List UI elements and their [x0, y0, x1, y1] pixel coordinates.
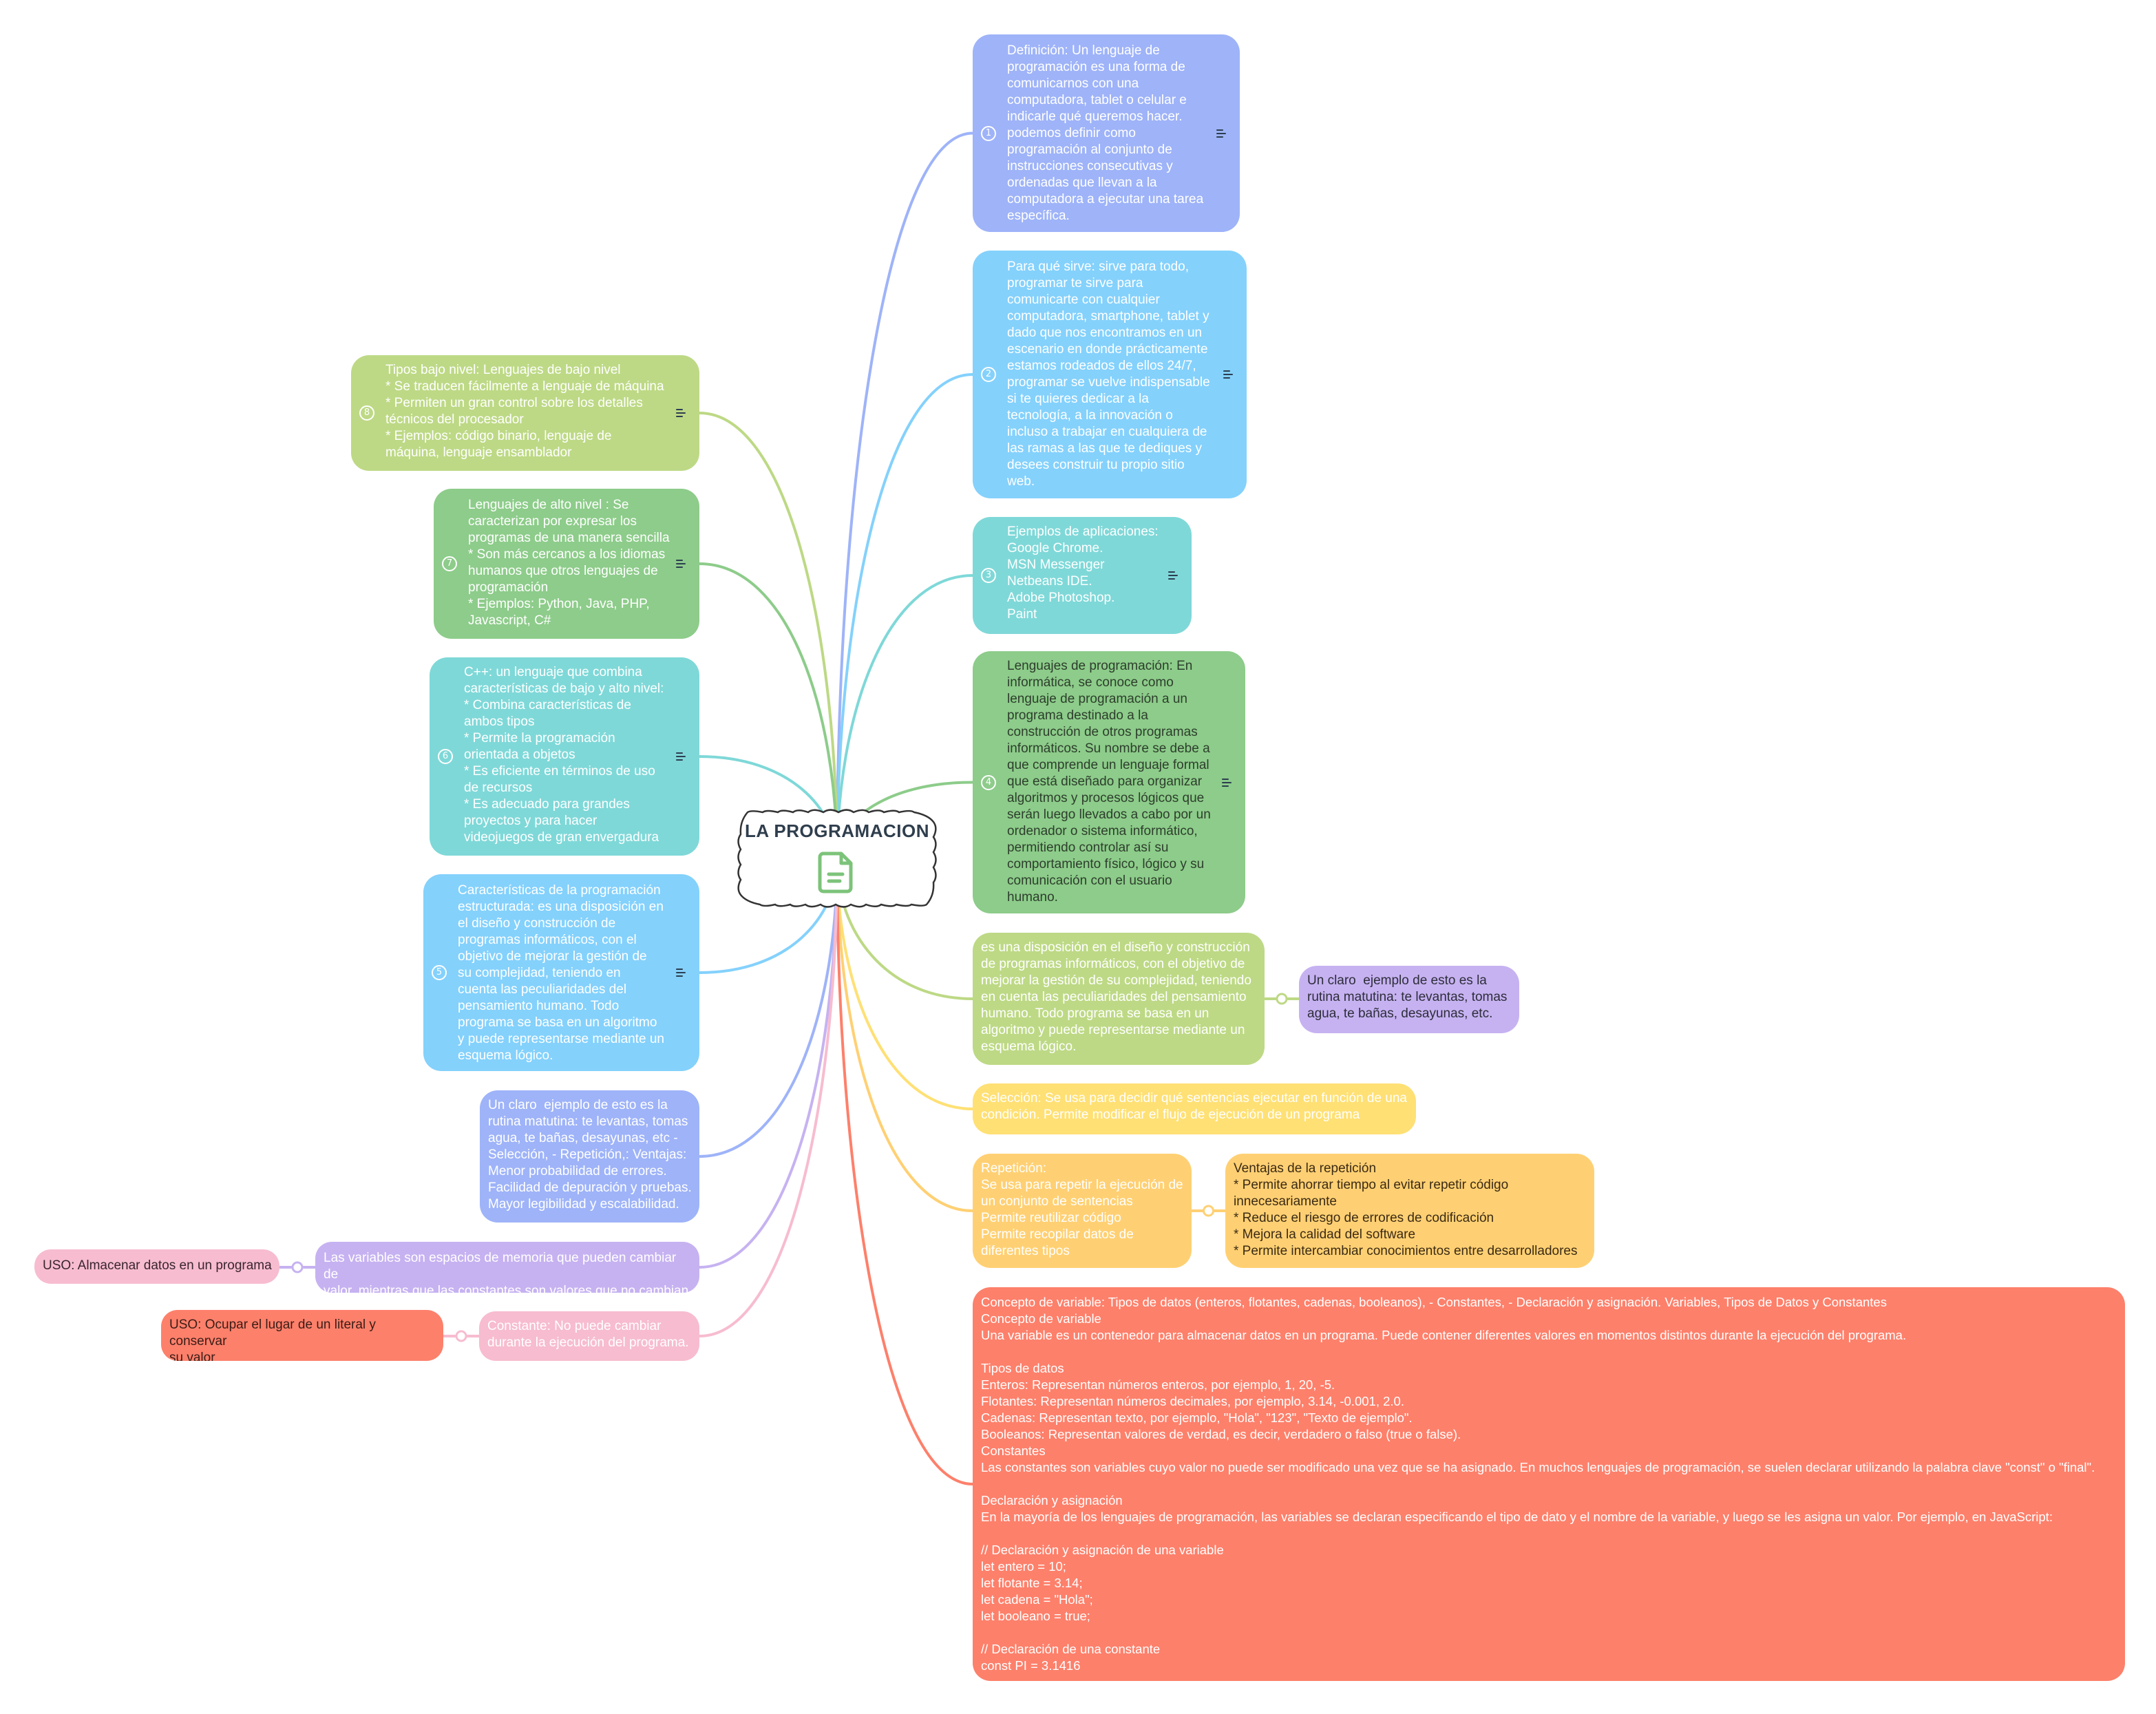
- root-title: LA PROGRAMACION: [745, 821, 929, 841]
- order-badge: 6: [438, 749, 453, 764]
- collapse-knob: [291, 1261, 304, 1273]
- note-icon[interactable]: [676, 752, 687, 762]
- topic-n6[interactable]: Selección: Se usa para decidir qué sente…: [973, 1083, 1416, 1134]
- topic-text: Ventajas de la repetición * Permite ahor…: [1234, 1161, 1578, 1258]
- topic-n5[interactable]: es una disposición en el diseño y constr…: [973, 933, 1265, 1065]
- topic-l4[interactable]: Un claro ejemplo de esto es la rutina ma…: [480, 1090, 699, 1223]
- topic-text: Un claro ejemplo de esto es la rutina ma…: [488, 1098, 692, 1212]
- topic-l5[interactable]: 5 Características de la programación estr…: [423, 874, 699, 1071]
- topic-l7[interactable]: 7 Lenguajes de alto nivel : Se caracteriz…: [434, 489, 699, 639]
- topic-text: Lenguajes de alto nivel : Se caracteriza…: [468, 498, 670, 628]
- link-l7: [698, 562, 838, 862]
- topic-l2a[interactable]: USO: Ocupar el lugar de un literal y con…: [161, 1310, 443, 1361]
- collapse-knob: [455, 1330, 467, 1342]
- topic-l8[interactable]: 8 Tipos bajo nivel: Lenguajes de bajo niv…: [351, 355, 699, 471]
- note-icon[interactable]: [1216, 129, 1227, 139]
- link-n7: [836, 859, 974, 1212]
- order-badge: 5: [432, 965, 447, 980]
- note-icon[interactable]: [676, 560, 687, 569]
- collapse-knob: [1203, 1205, 1214, 1217]
- order-badge: 4: [981, 774, 996, 790]
- topic-n8[interactable]: Concepto de variable: Tipos de datos (en…: [973, 1287, 2125, 1681]
- topic-text: Las variables son espacios de memoria qu…: [324, 1251, 693, 1293]
- topic-text: Lenguajes de programación: En informátic…: [1007, 659, 1211, 904]
- topic-l3[interactable]: Las variables son espacios de memoria qu…: [315, 1242, 699, 1293]
- topic-text: Ejemplos de aplicaciones: Google Chrome.…: [1007, 525, 1159, 622]
- note-icon[interactable]: [1223, 370, 1234, 380]
- topic-n5a[interactable]: Un claro ejemplo de esto es la rutina ma…: [1299, 966, 1519, 1033]
- link-n3: [836, 574, 974, 862]
- link-n2: [836, 373, 974, 862]
- topic-text: Para qué sirve: sirve para todo, program…: [1007, 260, 1210, 489]
- topic-text: Concepto de variable: Tipos de datos (en…: [981, 1295, 2095, 1673]
- topic-l6[interactable]: 6 C++: un lenguaje que combina caracterís…: [430, 657, 699, 856]
- topic-text: Selección: Se usa para decidir qué sente…: [981, 1091, 1407, 1122]
- topic-text: Tipos bajo nivel: Lenguajes de bajo nive…: [385, 363, 664, 460]
- order-badge: 3: [981, 568, 996, 583]
- topic-text: Constante: No puede cambiar durante la e…: [487, 1319, 689, 1350]
- link-n1: [836, 131, 974, 862]
- note-icon[interactable]: [676, 409, 687, 419]
- note-icon[interactable]: [1222, 778, 1233, 788]
- collapse-knob: [1276, 993, 1288, 1005]
- topic-n2[interactable]: 2 Para qué sirve: sirve para todo, progra…: [973, 251, 1247, 498]
- root-node[interactable]: LA PROGRAMACION: [735, 807, 939, 910]
- order-badge: 8: [359, 405, 374, 421]
- topic-l3a[interactable]: USO: Almacenar datos en un programa: [34, 1249, 279, 1284]
- note-icon[interactable]: [676, 969, 687, 978]
- cloud-border: [737, 809, 937, 908]
- topic-l2[interactable]: Constante: No puede cambiar durante la e…: [479, 1311, 699, 1361]
- order-badge: 1: [981, 125, 996, 141]
- topic-n7a[interactable]: Ventajas de la repetición * Permite ahor…: [1225, 1154, 1594, 1268]
- link-l4: [698, 859, 838, 1158]
- topic-text: USO: Ocupar el lugar de un literal y con…: [169, 1318, 376, 1361]
- link-n8: [836, 859, 974, 1485]
- topic-text: USO: Almacenar datos en un programa: [43, 1258, 272, 1273]
- topic-n4[interactable]: 4 Lenguajes de programación: En informáti…: [973, 651, 1245, 913]
- topic-n3[interactable]: 3 Ejemplos de aplicaciones: Google Chrome…: [973, 517, 1192, 634]
- topic-text: Definición: Un lenguaje de programación …: [1007, 43, 1204, 223]
- topic-text: Características de la programación estru…: [458, 883, 664, 1063]
- note-icon[interactable]: [1168, 571, 1179, 581]
- topic-text: C++: un lenguaje que combina característ…: [464, 665, 664, 845]
- topic-text: es una disposición en el diseño y constr…: [981, 940, 1251, 1054]
- order-badge: 7: [442, 556, 457, 571]
- topic-n7[interactable]: Repetición: Se usa para repetir la ejecu…: [973, 1154, 1192, 1268]
- document-icon: [818, 851, 853, 893]
- topic-n1[interactable]: 1 Definición: Un lenguaje de programación…: [973, 34, 1240, 232]
- topic-text: Repetición: Se usa para repetir la ejecu…: [981, 1161, 1183, 1258]
- link-n6: [836, 859, 974, 1110]
- order-badge: 2: [981, 367, 996, 382]
- link-l8: [698, 412, 838, 862]
- link-l2: [698, 859, 838, 1337]
- topic-text: Un claro ejemplo de esto es la rutina ma…: [1307, 973, 1508, 1021]
